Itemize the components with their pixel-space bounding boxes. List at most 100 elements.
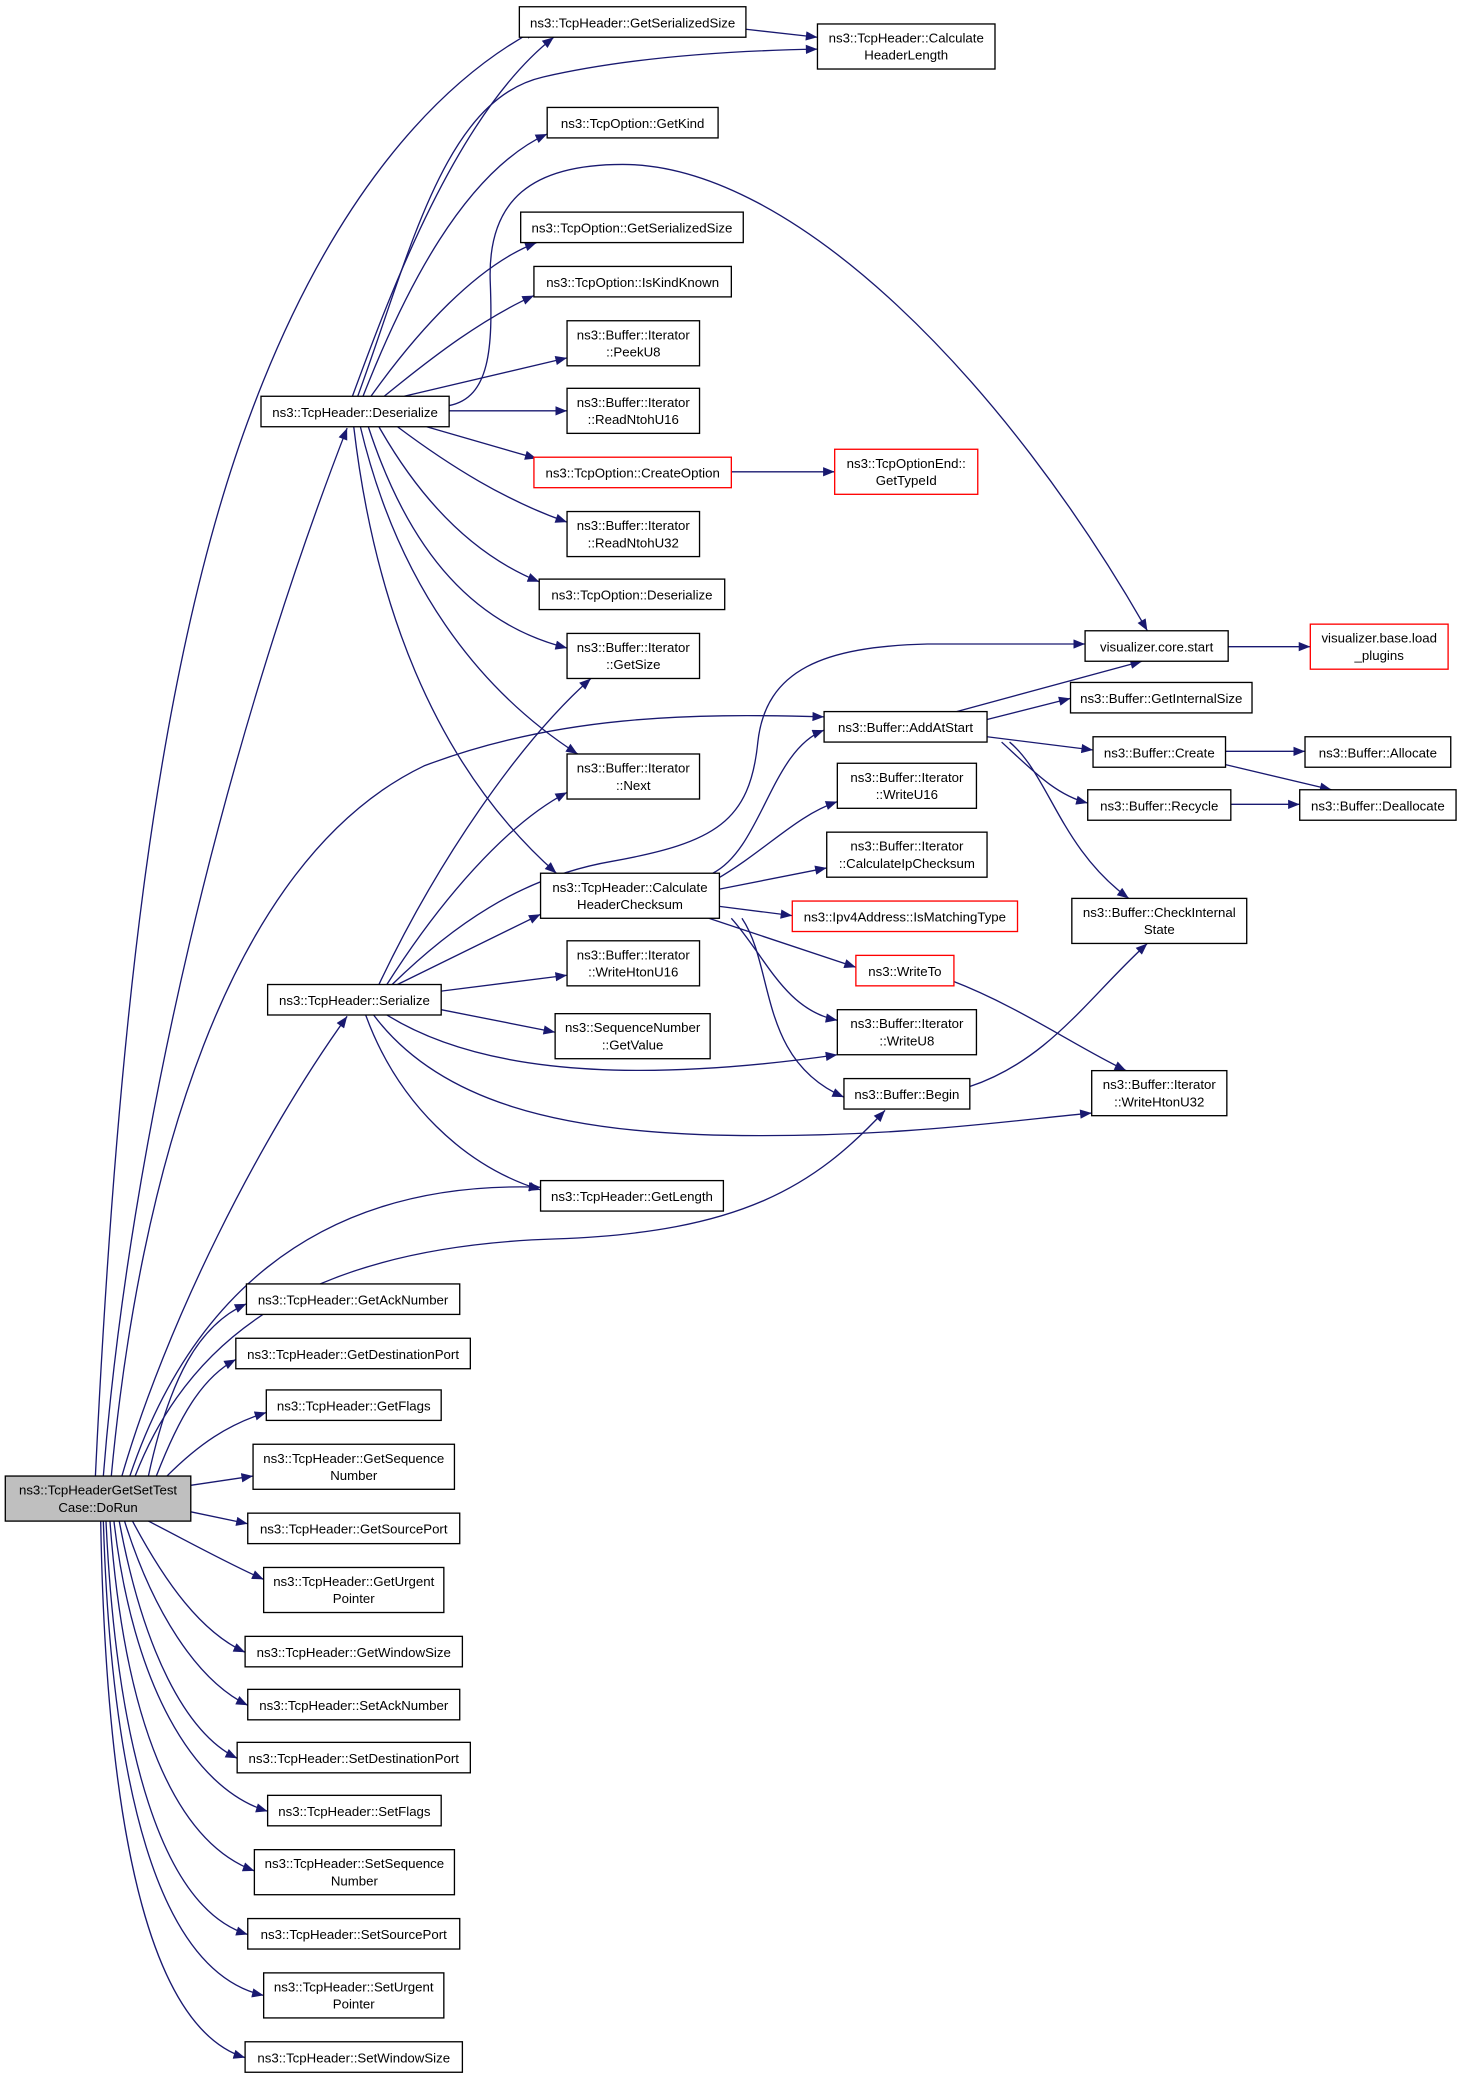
node-box <box>265 1389 442 1422</box>
node-buffer-iterator-calculateipchecksum[interactable]: ns3::Buffer::Iterator::CalculateIpChecks… <box>826 831 988 878</box>
node-label: ns3::TcpHeader::Deserialize <box>272 405 438 420</box>
node-buffer-iterator-readntohu16[interactable]: ns3::Buffer::Iterator::ReadNtohU16 <box>566 387 701 435</box>
node-box <box>566 632 701 680</box>
edge-tcpheadergetsettestcase-dorun-to-tcpheader-serialize <box>121 1015 348 1477</box>
edge-tcpheader-deserialize-to-buffer-iterator-next <box>359 426 579 755</box>
node-buffer-addatstart[interactable]: ns3::Buffer::AddAtStart <box>823 710 988 743</box>
node-tcpoption-deserialize[interactable]: ns3::TcpOption::Deserialize <box>538 578 726 611</box>
node-buffer-getinternalsize[interactable]: ns3::Buffer::GetInternalSize <box>1069 681 1253 714</box>
node-box <box>566 387 701 435</box>
node-tcpoption-iskindknown[interactable]: ns3::TcpOption::IsKindKnown <box>533 265 732 298</box>
node-buffer-iterator-writeu16[interactable]: ns3::Buffer::Iterator::WriteU16 <box>836 762 978 809</box>
node-tcpheader-getlength[interactable]: ns3::TcpHeader::GetLength <box>539 1179 725 1212</box>
node-tcpheader-getserializedsize[interactable]: ns3::TcpHeader::GetSerializedSize <box>518 6 747 38</box>
node-label: HeaderLength <box>864 48 948 63</box>
edge-tcpheader-deserialize-to-buffer-iterator-readntohu32 <box>397 426 568 523</box>
node-label: ::ReadNtohU32 <box>588 535 679 550</box>
node-buffer-iterator-writeu8[interactable]: ns3::Buffer::Iterator::WriteU8 <box>836 1009 978 1056</box>
node-box <box>834 448 979 495</box>
node-sequencenumber-getvalue[interactable]: ns3::SequenceNumber::GetValue <box>554 1013 711 1060</box>
node-tcpheader-setwindowsize[interactable]: ns3::TcpHeader::SetWindowSize <box>244 2041 464 2073</box>
edge-tcpheader-deserialize-to-tcpheader-calculateheaderchecksum <box>353 426 557 874</box>
node-tcpheader-deserialize[interactable]: ns3::TcpHeader::Deserialize <box>260 395 450 428</box>
node-label: ns3::TcpOption::GetKind <box>561 116 704 131</box>
node-label: ns3::TcpOption::CreateOption <box>545 466 719 481</box>
node-tcpheader-getsourceport[interactable]: ns3::TcpHeader::GetSourcePort <box>247 1512 461 1545</box>
node-visualizer-base-load-plugins[interactable]: visualizer.base.load_plugins <box>1309 623 1449 670</box>
node-box <box>236 1741 471 1774</box>
node-visualizer-core-start[interactable]: visualizer.core.start <box>1084 630 1229 662</box>
node-tcpoptionend-gettypeid[interactable]: ns3::TcpOptionEnd::GetTypeId <box>834 448 979 495</box>
edge-tcpheader-serialize-to-buffer-iterator-next <box>386 791 568 985</box>
node-tcpheader-getdestinationport[interactable]: ns3::TcpHeader::GetDestinationPort <box>235 1337 471 1370</box>
node-tcpheader-getwindowsize[interactable]: ns3::TcpHeader::GetWindowSize <box>244 1635 464 1668</box>
node-tcpheader-setacknumber[interactable]: ns3::TcpHeader::SetAckNumber <box>247 1688 461 1721</box>
node-buffer-create[interactable]: ns3::Buffer::Create <box>1092 736 1227 768</box>
node-box <box>823 710 988 743</box>
node-box <box>1092 736 1227 768</box>
node-tcpheader-getflags[interactable]: ns3::TcpHeader::GetFlags <box>265 1389 442 1422</box>
node-tcpoption-getserializedsize[interactable]: ns3::TcpOption::GetSerializedSize <box>520 211 744 244</box>
edge-tcpheadergetsettestcase-dorun-to-tcpheader-seturgentpointer <box>102 1521 264 1998</box>
node-buffer-iterator-getsize[interactable]: ns3::Buffer::Iterator::GetSize <box>566 632 701 680</box>
node-box <box>855 954 955 987</box>
node-label: ::Next <box>616 778 651 793</box>
node-buffer-iterator-next[interactable]: ns3::Buffer::Iterator::Next <box>566 753 701 800</box>
node-tcpheader-setdestinationport[interactable]: ns3::TcpHeader::SetDestinationPort <box>236 1741 471 1774</box>
node-label: ns3::Buffer::Iterator <box>577 761 691 776</box>
edge-tcpheadergetsettestcase-dorun-to-buffer-addatstart <box>110 711 825 1477</box>
node-box <box>566 940 701 987</box>
edge-tcpheader-calculateheaderchecksum-to-buffer-iterator-calculateipchecksum <box>719 865 827 890</box>
edge-tcpheader-calculateheaderchecksum-to-buffer-iterator-writeu8 <box>730 917 838 1023</box>
node-label: ns3::Buffer::CheckInternal <box>1083 905 1236 920</box>
node-buffer-iterator-peeku8[interactable]: ns3::Buffer::Iterator::PeekU8 <box>566 320 701 367</box>
node-box <box>843 1077 971 1110</box>
node-label: ns3::Buffer::Iterator <box>850 770 964 785</box>
node-label: ns3::Buffer::Iterator <box>850 1016 964 1031</box>
node-tcpoption-createoption[interactable]: ns3::TcpOption::CreateOption <box>533 456 732 489</box>
node-tcpheader-serialize[interactable]: ns3::TcpHeader::Serialize <box>266 983 442 1016</box>
edge-tcpheader-deserialize-to-tcpoption-deserialize <box>378 426 540 583</box>
edge-writeto-to-buffer-iterator-writehtonu32 <box>951 979 1127 1072</box>
edge-tcpheader-deserialize-to-tcpoption-createoption <box>426 426 537 460</box>
node-box <box>4 1475 192 1522</box>
node-label: ns3::TcpHeader::SetDestinationPort <box>249 1751 460 1766</box>
edge-tcpheadergetsettestcase-dorun-to-tcpheader-setdestinationport <box>118 1520 238 1759</box>
node-tcpheader-getacknumber[interactable]: ns3::TcpHeader::GetAckNumber <box>245 1283 461 1316</box>
node-buffer-allocate[interactable]: ns3::Buffer::Allocate <box>1304 736 1452 768</box>
node-label: Pointer <box>333 1997 376 2012</box>
node-buffer-iterator-writehtonu32[interactable]: ns3::Buffer::Iterator::WriteHtonU32 <box>1091 1069 1228 1117</box>
node-buffer-begin[interactable]: ns3::Buffer::Begin <box>843 1077 971 1110</box>
node-label: ns3::Buffer::Iterator <box>577 640 691 655</box>
edge-tcpheadergetsettestcase-dorun-to-tcpheader-geturgentpointer <box>148 1520 264 1580</box>
node-writeto[interactable]: ns3::WriteTo <box>855 954 955 987</box>
edge-tcpheader-serialize-to-buffer-iterator-writeu8 <box>386 1014 838 1072</box>
node-tcpheader-setflags[interactable]: ns3::TcpHeader::SetFlags <box>266 1794 442 1827</box>
node-label: ns3::TcpHeader::SetWindowSize <box>257 2050 450 2065</box>
node-ipv4address-ismatchingtype[interactable]: ns3::Ipv4Address::IsMatchingType <box>791 900 1019 933</box>
node-buffer-iterator-writehtonu16[interactable]: ns3::Buffer::Iterator::WriteHtonU16 <box>566 940 701 987</box>
node-buffer-recycle[interactable]: ns3::Buffer::Recycle <box>1087 789 1232 821</box>
node-box <box>539 872 721 919</box>
edge-tcpheadergetsettestcase-dorun-to-tcpheader-getsequencenumber <box>190 1473 254 1486</box>
edge-tcpheader-deserialize-to-tcpheader-getserializedsize <box>351 36 555 397</box>
node-label: ns3::TcpHeader::GetWindowSize <box>257 1645 451 1660</box>
node-buffer-deallocate[interactable]: ns3::Buffer::Deallocate <box>1299 789 1457 821</box>
node-tcpheader-setsourceport[interactable]: ns3::TcpHeader::SetSourcePort <box>247 1917 461 1950</box>
node-label: ns3::TcpOptionEnd:: <box>847 456 966 471</box>
node-label: ns3::Buffer::Iterator <box>577 947 691 962</box>
node-tcpoption-getkind[interactable]: ns3::TcpOption::GetKind <box>546 106 719 139</box>
node-box <box>1309 623 1449 670</box>
node-box <box>836 762 978 809</box>
node-box <box>518 6 747 38</box>
node-buffer-iterator-readntohu32[interactable]: ns3::Buffer::Iterator::ReadNtohU32 <box>566 510 701 558</box>
node-label: ::GetSize <box>606 657 660 672</box>
node-box <box>252 1443 456 1490</box>
